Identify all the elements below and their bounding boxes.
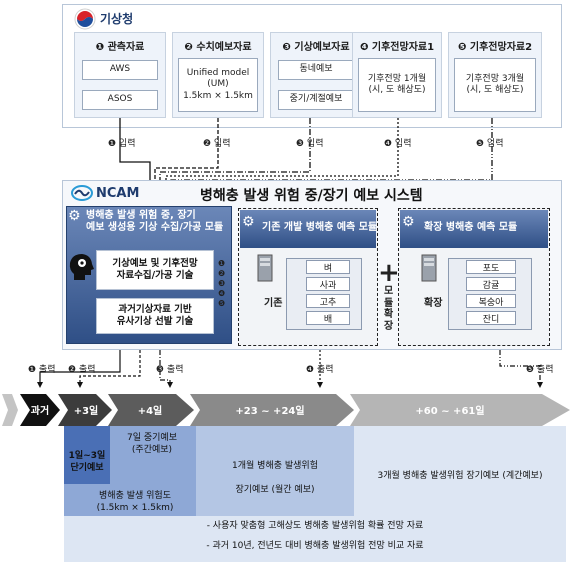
module1-title: 병해충 발생 위험 중, 장기 예보 생성용 기상 수집/가공 모듈 (86, 210, 224, 233)
crop-citrus: 감귤 (466, 277, 516, 291)
input-label-4: ❹ 입력 (384, 139, 412, 149)
output-label-3: ❸ 출력 (156, 365, 184, 375)
plus-icon: + (378, 258, 400, 288)
output-label-5: ❺ 출력 (526, 365, 554, 375)
crop-turf: 잔디 (466, 311, 516, 325)
module-expand-label: 모듈확장 (384, 286, 394, 332)
gear-icon: ⚙ (68, 208, 81, 224)
module2-title: 기존 개발 병해충 예측 모듈 (262, 222, 378, 233)
output-label-4: ❹ 출력 (306, 365, 334, 375)
server-icon (257, 254, 273, 282)
ncam-logo-icon (71, 185, 93, 201)
kma-logo-icon (74, 8, 96, 30)
source-title-climate1: ❹ 기후전망자료1 (359, 42, 435, 53)
source-item-climate-1month: 기후전망 1개월 (시, 도 해상도) (358, 58, 436, 112)
result-area-short (64, 426, 110, 484)
module2-header (240, 210, 376, 248)
result-3month: 3개월 병해충 발생위험 장기예보 (계간예보) (377, 471, 543, 481)
result-grid-risk: 병해충 발생 위험도 (1.5km × 1.5km) (96, 491, 174, 514)
input-label-3: ❸ 입력 (296, 139, 324, 149)
result-1month: 1개월 병해충 발생위험 장기예보 (월간 예보) (232, 461, 318, 496)
source-item-um: Unified model (UM) 1.5km × 1.5km (178, 58, 258, 112)
line-num-2: ❷ (218, 269, 226, 278)
source-title-nwp: ❷ 수치예보자료 (184, 42, 252, 53)
line-num-1: ❶ (218, 259, 226, 268)
line-num-4: ❹ (218, 289, 226, 298)
crop-pepper: 고추 (306, 294, 350, 308)
crop-peach: 복숭아 (466, 294, 516, 308)
result-note-compare: - 과거 10년, 전년도 대비 병해충 발생위험 전망 비교 자료 (206, 541, 424, 551)
output-label-2: ❷ 출력 (68, 365, 96, 375)
line-num-3: ❸ (218, 279, 226, 288)
segment-60-61day: +60 ~ +61일 (415, 406, 485, 417)
module3-label: 확장 (424, 298, 443, 309)
module1-box-analog: 과거기상자료 기반 유사기상 선발 기술 (96, 298, 214, 334)
input-label-5: ❺ 입력 (476, 139, 504, 149)
segment-4day: +4일 (137, 406, 163, 417)
gear-icon-3: ⚙ (402, 214, 415, 230)
source-item-mid-forecast: 중기/계절예보 (278, 90, 354, 110)
line-num-5: ❺ (218, 299, 226, 308)
source-title-observation: ❶ 관측자료 (95, 42, 145, 53)
segment-23-24day: +23 ~ +24일 (235, 406, 305, 417)
input-label-1: ❶ 입력 (108, 139, 136, 149)
server-icon-2 (421, 254, 437, 282)
head-gears-icon (69, 254, 94, 280)
gear-icon-2: ⚙ (242, 214, 255, 230)
kma-name: 기상청 (100, 12, 134, 26)
crop-grape: 포도 (466, 260, 516, 274)
source-title-forecast: ❸ 기상예보자료 (282, 42, 350, 53)
source-item-climate-3month: 기후전망 3개월 (시, 도 해상도) (454, 58, 536, 112)
crop-rice: 벼 (306, 260, 350, 274)
output-label-1: ❶ 출력 (28, 365, 56, 375)
result-mid-term: 7일 중기예보 (주간예보) (127, 433, 177, 456)
result-note-prob: - 사용자 맞춤형 고해상도 병해충 발생위험 확률 전망 자료 (206, 521, 424, 531)
ncam-logo-text: NCAM (96, 186, 140, 201)
segment-3day: +3일 (73, 406, 99, 417)
module1-box-collection: 기상예보 및 기후전망 자료수집/가공 기술 (96, 250, 214, 290)
module2-label: 기존 (264, 298, 283, 309)
source-title-climate2: ❺ 기후전망자료2 (457, 42, 533, 53)
segment-past: 과거 (30, 406, 50, 417)
module3-title: 확장 병해충 예측 모듈 (424, 222, 518, 233)
crop-pear: 배 (306, 311, 350, 325)
input-label-2: ❷ 입력 (203, 139, 231, 149)
source-item-aws: AWS (82, 60, 158, 80)
module3-header (400, 210, 548, 248)
crop-apple: 사과 (306, 277, 350, 291)
system-title: 병해충 발생 위험 중/장기 예보 시스템 (200, 188, 423, 204)
result-short-term: 1일~3일 단기예보 (68, 451, 106, 474)
timeline-arrows (2, 394, 570, 426)
source-item-asos: ASOS (82, 90, 158, 110)
